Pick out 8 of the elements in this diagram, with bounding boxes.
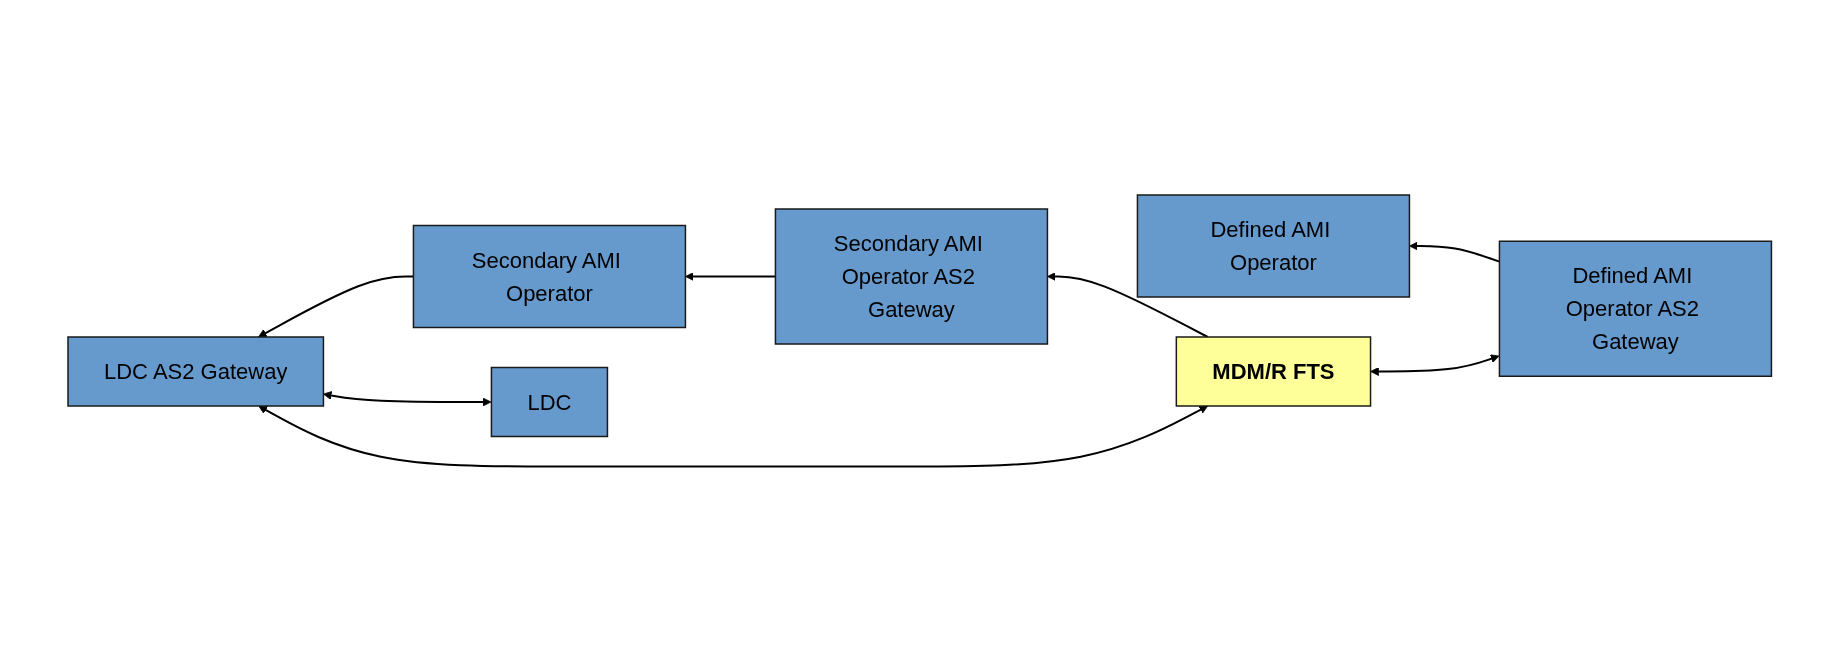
node-box: Secondary AMI Operator AS2 Gateway (774, 208, 1048, 345)
arrow (258, 405, 1208, 468)
node-box: LDC (490, 366, 608, 437)
node-box: LDC AS2 Gateway (67, 336, 324, 407)
node-box: Defined AMI Operator AS2 Gateway (1498, 240, 1772, 377)
node-box: Defined AMI Operator (1136, 194, 1410, 298)
node-box: MDM/R FTS (1175, 336, 1372, 407)
node-box: Secondary AMI Operator (412, 224, 686, 328)
